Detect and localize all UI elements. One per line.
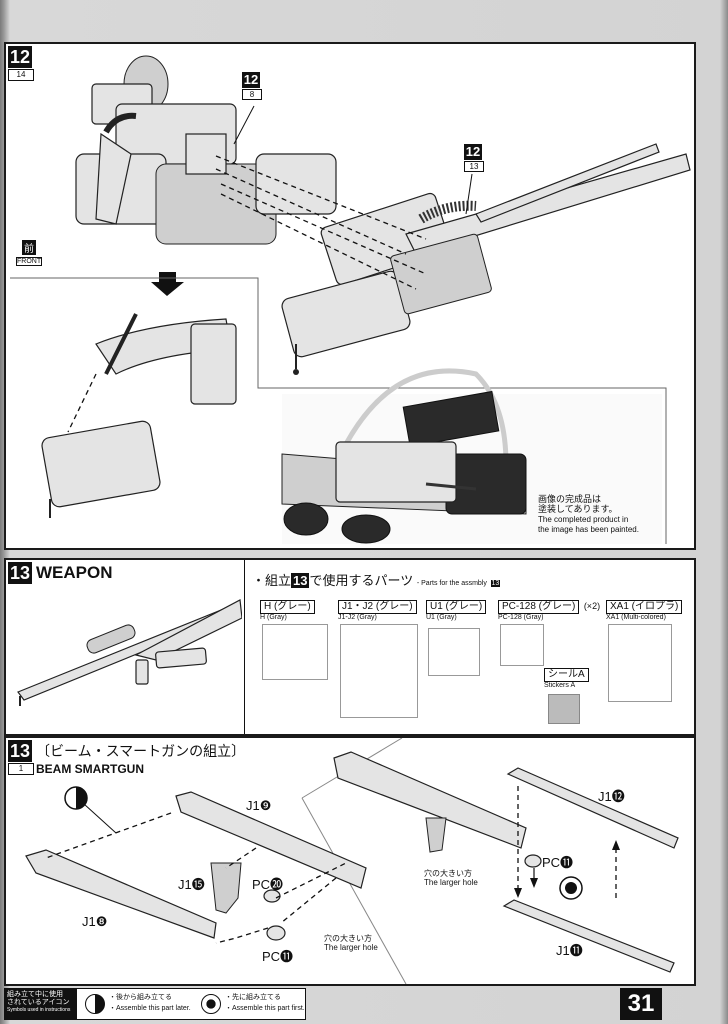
label-hole-jp-right: 穴の大きい方: [424, 869, 472, 878]
stickers-a: シールA Stickers A: [544, 664, 589, 690]
weapon-step-number: 13: [8, 562, 32, 584]
icon-legend: 組み立て中に使用 されているアイコン Symbols used in instr…: [4, 988, 306, 1020]
painted-product-photo: [281, 368, 662, 544]
assembly-step-number: 13: [8, 740, 32, 762]
step12-illustration: [10, 55, 691, 544]
first-jp: ・先に組み立てる: [225, 994, 281, 1001]
weapon-divider: [244, 560, 245, 734]
step13-assembly-panel: 13 1 〔ビーム・スマートガンの組立〕 BEAM SMARTGUN: [4, 736, 696, 986]
label-j1-9: J1❾: [246, 798, 272, 813]
weapon-overview-drawing: [17, 599, 242, 706]
label-pc-11-left: PC⓫: [262, 949, 294, 964]
callout-b-sub: 13: [464, 161, 484, 172]
weapon-title: WEAPON: [36, 563, 113, 582]
part-j1j2-label: J1・J2 (グレー): [338, 600, 417, 614]
front-badge: 前 FRONT: [16, 240, 42, 268]
smartgun-assembly-drawing: [25, 738, 679, 984]
callout-a-number: 12: [242, 72, 260, 88]
robot-shoulder-drawing: [75, 55, 337, 245]
runner-pc128: [500, 624, 544, 666]
stickers-sheet: [548, 694, 580, 724]
later-icon: [85, 994, 105, 1014]
part-pc128-sub: PC-128 (Gray): [498, 614, 544, 621]
legend-title-jp: 組み立て中に使用 されているアイコン: [7, 991, 70, 1006]
parts-heading-en-step: 13: [490, 580, 501, 587]
label-j1-11: J1⓫: [556, 943, 583, 958]
label-hole-jp-left: 穴の大きい方: [324, 934, 372, 943]
parts-heading-suffix: で使用するパーツ: [309, 573, 414, 588]
callout-b-number: 12: [464, 144, 482, 160]
gun-drawing-top: [281, 143, 691, 375]
front-label: FRONT: [16, 257, 42, 266]
front-kanji: 前: [22, 240, 36, 255]
painted-note-en: The completed product in the image has b…: [538, 515, 639, 534]
parts-heading-prefix: ・組立: [252, 573, 292, 588]
part-pc128-qty: (×2): [583, 601, 601, 611]
callout-a-sub: 8: [242, 89, 262, 100]
part-j1j2-sub: J1-J2 (Gray): [338, 614, 377, 621]
label-hole-en-right: The larger hole: [424, 878, 478, 887]
assembly-step-sub: 1: [8, 763, 34, 775]
part-u1: U1 (グレー) U1 (Gray): [426, 596, 487, 622]
step12-number: 12: [8, 46, 32, 68]
part-h-label: H (グレー): [260, 600, 315, 614]
first-en: ・Assemble this part first.: [225, 1005, 305, 1012]
label-j1-12: J1⓬: [598, 789, 625, 804]
part-j1j2: J1・J2 (グレー) J1-J2 (Gray): [338, 596, 417, 622]
label-hole-en-left: The larger hole: [324, 943, 378, 952]
label-j1-15: J1⓯: [178, 877, 205, 892]
label-pc-20: PC⓴: [252, 877, 284, 892]
part-h-sub: H (Gray): [260, 614, 287, 621]
part-u1-sub: U1 (Gray): [426, 614, 457, 621]
part-xa1-label: XA1 (イロプラ): [606, 600, 683, 614]
step12-panel: 12 14 12 8 12 13 前 FRONT: [4, 42, 696, 550]
parts-heading-en: - Parts for the assmbly: [416, 580, 487, 587]
part-u1-label: U1 (グレー): [426, 600, 487, 614]
runner-u1: [428, 628, 480, 676]
first-icon: [201, 994, 221, 1014]
stickers-a-label: シールA: [544, 668, 589, 682]
label-pc-11-right: PC⓫: [542, 855, 574, 870]
later-jp: ・後から組み立てる: [109, 994, 172, 1001]
runner-xa1: [608, 624, 672, 702]
parts-heading-step: 13: [291, 573, 310, 588]
page-number: 31: [620, 988, 662, 1020]
label-j1-8: J1❽: [82, 914, 108, 929]
stickers-a-sub: Stickers A: [544, 682, 576, 689]
runner-h: [262, 624, 328, 680]
part-pc128: PC-128 (グレー) (×2) PC-128 (Gray): [498, 596, 600, 622]
later-en: ・Assemble this part later.: [109, 1005, 191, 1012]
shoulder-close-drawing: [41, 313, 237, 518]
assembly-title-jp: 〔ビーム・スマートガンの組立〕: [36, 743, 246, 759]
part-xa1-sub: XA1 (Multi-colored): [606, 614, 666, 621]
step12-sub: 14: [8, 69, 34, 81]
assembly-title-en: BEAM SMARTGUN: [36, 762, 144, 776]
runner-j1j2: [340, 624, 418, 718]
part-xa1: XA1 (イロプラ) XA1 (Multi-colored): [606, 596, 683, 622]
legend-title: 組み立て中に使用 されているアイコン Symbols used in instr…: [5, 989, 77, 1019]
part-h: H (グレー) H (Gray): [260, 596, 315, 622]
legend-title-en: Symbols used in instructions: [7, 1007, 71, 1013]
painted-note-jp: 画像の完成品は 塗装してあります。: [538, 494, 618, 514]
part-pc128-label: PC-128 (グレー): [498, 600, 580, 614]
